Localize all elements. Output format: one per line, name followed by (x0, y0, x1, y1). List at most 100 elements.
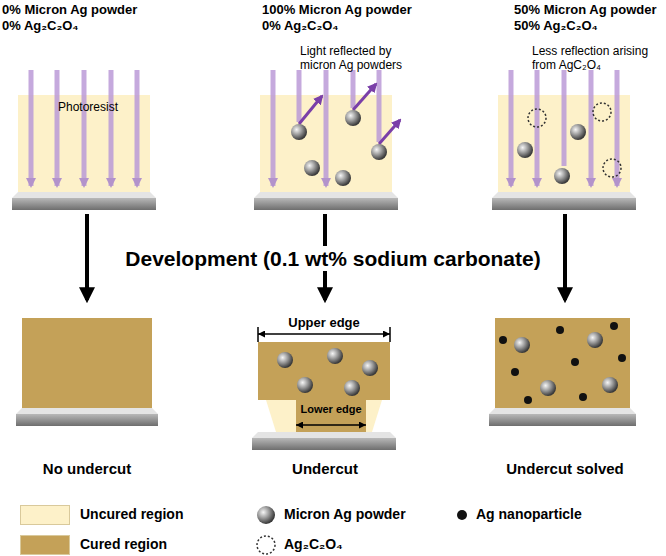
process-panel: 0% Micron Ag powder 0% Ag₂C₂O₄Photoresis… (8, 0, 166, 214)
legend-label: Cured region (80, 536, 167, 553)
light-ray (55, 70, 60, 186)
substrate-top (489, 408, 636, 414)
micron-ag-powder (371, 144, 387, 160)
micron-ag-powder (540, 380, 556, 396)
dimension-tick (389, 327, 391, 342)
uncured-region (266, 400, 382, 432)
panel-heading: 100% Micron Ag powder 0% Ag₂C₂O₄ (262, 2, 412, 33)
micron-ag-powder (304, 160, 320, 176)
dimension-line (258, 333, 390, 335)
legend-symbol (254, 533, 278, 556)
micron-ag-powder (570, 124, 586, 140)
substrate-top (252, 432, 396, 438)
substrate-top (16, 408, 158, 414)
micron-ag-powder (514, 337, 530, 353)
cured-pattern (258, 342, 390, 400)
micron-ag-powder (517, 142, 533, 158)
substrate-top (492, 192, 636, 198)
annotation-text: Less reflection arising from AgC₂O₄ (532, 44, 666, 73)
legend-swatch (20, 535, 70, 555)
result-label: No undercut (8, 460, 166, 478)
micron-ag-powder (297, 377, 313, 393)
ag-nanoparticle (610, 322, 618, 330)
layer-label: Photoresist (38, 100, 138, 114)
substrate-top (254, 192, 398, 198)
silver-oxalate (593, 103, 611, 121)
ag-nanoparticle (457, 510, 467, 520)
ag-nanoparticle (571, 358, 579, 366)
legend-symbol (450, 503, 474, 527)
light-ray (135, 70, 140, 186)
light-ray (324, 70, 329, 186)
process-step-label: Development (0.1 wt% sodium carbonate) (122, 246, 543, 271)
light-ray (377, 70, 382, 142)
light-ray (615, 70, 620, 186)
cured-pattern (495, 318, 630, 408)
light-ray (535, 70, 540, 186)
micron-ag-powder (257, 506, 275, 524)
legend-swatch (20, 505, 70, 525)
light-ray (562, 70, 567, 166)
substrate-top (12, 192, 156, 198)
result-label: Undercut solved (486, 460, 644, 478)
legend-label: Ag₂C₂O₄ (284, 536, 343, 553)
dimension-line (296, 424, 366, 426)
ag-nanoparticle (511, 368, 519, 376)
legend-symbol (254, 503, 278, 527)
substrate-front (12, 198, 156, 210)
silver-oxalate (257, 536, 275, 554)
reflected-light (353, 84, 376, 110)
panel-heading: 50% Micron Ag powder 50% Ag₂C₂O₄ (514, 2, 664, 33)
light-ray (271, 70, 276, 186)
substrate-front (252, 438, 396, 450)
light-ray (82, 70, 87, 186)
ag-nanoparticle (524, 396, 532, 404)
reflected-light (379, 120, 400, 144)
process-arrow (563, 214, 567, 300)
dimension-label: Lower edge (300, 403, 361, 416)
dimension-tick (257, 327, 259, 342)
light-ray (109, 70, 114, 186)
micron-ag-powder (587, 332, 603, 348)
annotation-text: Light reflected by micron Ag powders (300, 44, 418, 73)
dimension-label: Upper edge (288, 315, 360, 331)
silver-oxalate (603, 159, 621, 177)
light-ray (297, 70, 302, 122)
process-panel: 50% Micron Ag powder 50% Ag₂C₂O₄Less ref… (486, 0, 644, 214)
legend-label: Uncured region (80, 506, 183, 523)
micron-ag-powder (327, 348, 343, 364)
ag-nanoparticle (618, 354, 626, 362)
ag-nanoparticle (499, 336, 507, 344)
micron-ag-powder (345, 110, 361, 126)
ag-nanoparticle (579, 393, 587, 401)
micron-ag-powder (335, 170, 351, 186)
ag-nanoparticle (556, 326, 564, 334)
panel-heading: 0% Micron Ag powder 0% Ag₂C₂O₄ (2, 2, 152, 33)
substrate-front (16, 414, 158, 426)
reflected-light (299, 96, 322, 124)
micron-ag-powder (277, 352, 293, 368)
legend-label: Ag nanoparticle (476, 506, 582, 523)
light-ray (509, 70, 514, 186)
legend-label: Micron Ag powder (284, 506, 406, 523)
substrate-front (489, 414, 636, 426)
micron-ag-powder (554, 168, 570, 184)
result-label: Undercut (246, 460, 404, 478)
result-panel: Undercut solved (486, 300, 644, 490)
micron-ag-powder (602, 377, 618, 393)
substrate-front (254, 198, 398, 210)
substrate-front (492, 198, 636, 210)
process-arrow (85, 214, 89, 300)
result-panel: No undercut (8, 300, 166, 490)
silver-oxalate (528, 109, 546, 127)
process-panel: 100% Micron Ag powder 0% Ag₂C₂O₄Light re… (246, 0, 404, 214)
light-ray (351, 70, 356, 108)
micron-ag-powder (362, 360, 378, 376)
micron-ag-powder (344, 380, 360, 396)
micron-ag-powder (291, 124, 307, 140)
light-ray (589, 70, 594, 186)
light-ray (29, 70, 34, 186)
cured-pattern (22, 318, 152, 408)
cured-foot (296, 400, 366, 432)
